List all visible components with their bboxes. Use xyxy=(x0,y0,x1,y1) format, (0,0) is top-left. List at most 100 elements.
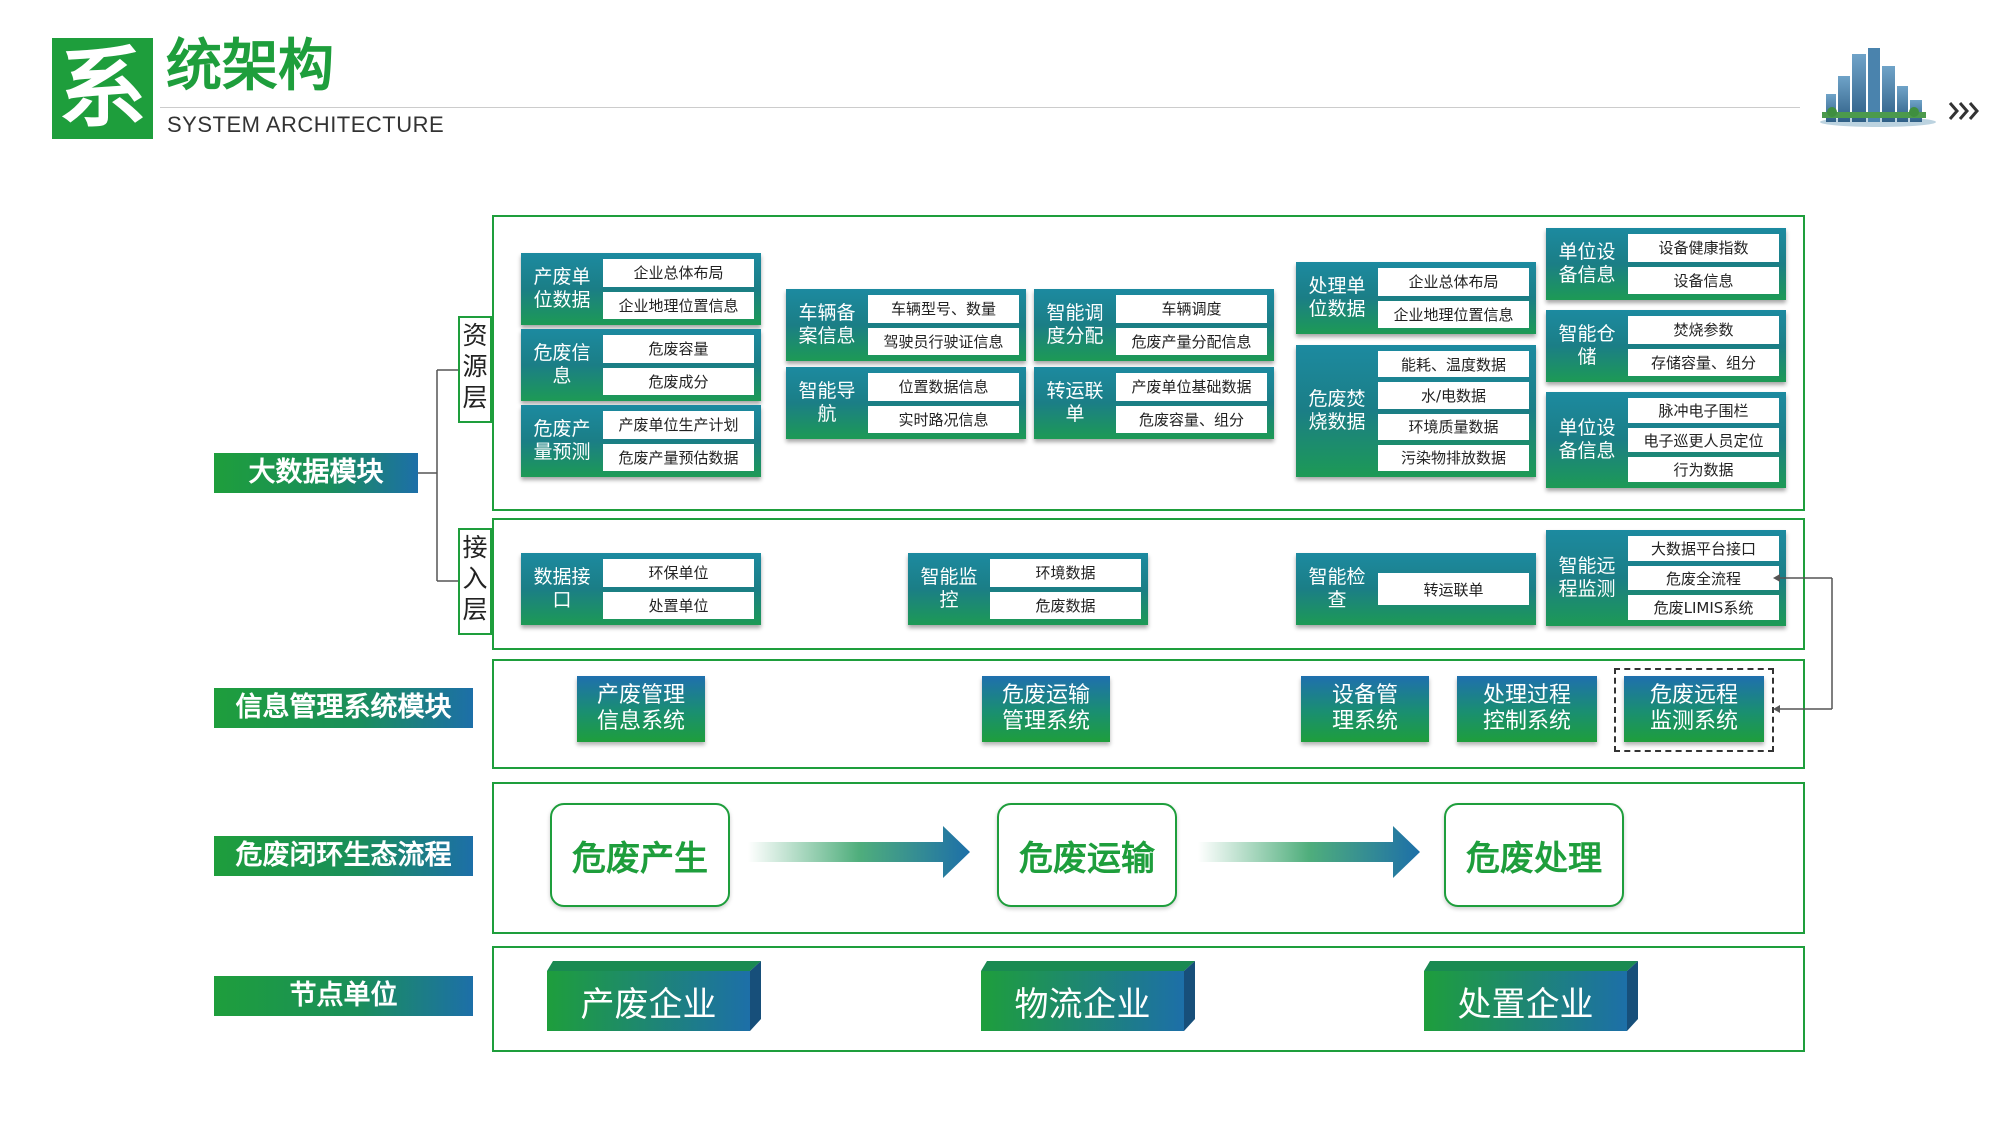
resource-card: 智能导航 位置数据信息 实时路况信息 xyxy=(786,367,1026,439)
card-title-text: 智能仓储 xyxy=(1558,323,1616,368)
card-item: 行为数据 xyxy=(1628,457,1779,483)
system-label: 产废管理信息系统 xyxy=(596,683,685,734)
layer-char: 源 xyxy=(462,352,488,381)
system-box: 危废运输管理系统 xyxy=(982,676,1110,742)
node-block: 物流企业 xyxy=(981,961,1195,1031)
node-block-shape xyxy=(981,961,1195,1031)
card-item: 危废产量分配信息 xyxy=(1116,327,1267,355)
card-title-text: 单位设备信息 xyxy=(1558,417,1616,462)
chevrons-right-icon xyxy=(1948,102,1979,120)
card-item: 转运联单 xyxy=(1378,573,1529,605)
card-item: 环境数据 xyxy=(990,559,1141,587)
system-label: 设备管理系统 xyxy=(1331,683,1398,734)
access-card: 智能监控 环境数据 危废数据 xyxy=(908,553,1148,625)
resource-card: 智能仓储 焚烧参数 存储容量、组分 xyxy=(1546,310,1786,382)
node-label: 物流企业 xyxy=(1014,984,1151,1025)
access-layer-tag: 接 入 层 xyxy=(458,528,492,635)
card-title: 危废产量预测 xyxy=(521,405,603,477)
card-item: 危废产量预估数据 xyxy=(603,443,754,471)
infosys-panel xyxy=(492,659,1805,769)
system-box: 产废管理信息系统 xyxy=(577,676,705,742)
card-item: 大数据平台接口 xyxy=(1628,536,1779,561)
system-box: 危废远程监测系统 xyxy=(1624,676,1764,742)
card-title: 数据接口 xyxy=(521,553,603,625)
card-item: 存储容量、组分 xyxy=(1628,348,1779,376)
card-title: 单位设备信息 xyxy=(1546,392,1628,488)
process-panel xyxy=(492,782,1805,934)
remote-monitor-dashed-frame xyxy=(1614,668,1774,752)
card-title: 危废焚烧数据 xyxy=(1296,345,1378,477)
card-item: 位置数据信息 xyxy=(868,373,1019,401)
node-block-shape xyxy=(1424,961,1638,1031)
resource-layer-tag: 资 源 层 xyxy=(458,316,492,423)
module-process: 危废闭环生态流程 xyxy=(214,836,473,876)
city-skyline-icon xyxy=(1820,48,1936,127)
access-card: 智能检查 转运联单 xyxy=(1296,553,1536,625)
module-bigdata: 大数据模块 xyxy=(214,453,418,493)
system-box: 处理过程控制系统 xyxy=(1457,676,1597,742)
card-title: 智能监控 xyxy=(908,553,990,625)
page-subtitle: SYSTEM ARCHITECTURE xyxy=(167,112,445,137)
card-item: 产废单位基础数据 xyxy=(1116,373,1267,401)
access-card: 智能远程监测 大数据平台接口 危废全流程 危废LIMIS系统 xyxy=(1546,530,1786,626)
card-item: 企业总体布局 xyxy=(1378,268,1529,296)
card-item: 焚烧参数 xyxy=(1628,316,1779,344)
card-item: 危废成分 xyxy=(603,367,754,395)
card-title-text: 危废信息 xyxy=(533,342,591,387)
card-item: 车辆调度 xyxy=(1116,295,1267,323)
card-item: 危废全流程 xyxy=(1628,565,1779,591)
resource-card: 单位设备信息 脉冲电子围栏 电子巡更人员定位 行为数据 xyxy=(1546,392,1786,488)
card-title-text: 智能调度分配 xyxy=(1046,302,1104,347)
card-item: 实时路况信息 xyxy=(868,405,1019,433)
card-item: 危废数据 xyxy=(990,591,1141,619)
node-label: 产废企业 xyxy=(580,984,717,1025)
layer-char: 入 xyxy=(462,564,488,593)
card-item: 危废容量、组分 xyxy=(1116,405,1267,433)
resource-card: 产废单位数据 企业总体布局 企业地理位置信息 xyxy=(521,253,761,325)
card-item: 企业地理位置信息 xyxy=(603,291,754,319)
resource-layer-panel xyxy=(492,215,1805,511)
card-item: 处置单位 xyxy=(603,591,754,619)
card-item: 污染物排放数据 xyxy=(1378,444,1529,471)
card-item: 脉冲电子围栏 xyxy=(1628,398,1779,423)
layer-char: 层 xyxy=(462,595,488,624)
card-title: 车辆备案信息 xyxy=(786,289,868,361)
card-item: 企业总体布局 xyxy=(603,259,754,287)
card-title-text: 车辆备案信息 xyxy=(798,302,856,347)
card-title-text: 智能检查 xyxy=(1308,566,1366,611)
card-title-text: 智能远程监测 xyxy=(1558,555,1616,600)
card-title: 单位设备信息 xyxy=(1546,228,1628,300)
card-item: 车辆型号、数量 xyxy=(868,295,1019,323)
flow-arrow-icon xyxy=(1198,826,1420,878)
card-title: 智能远程监测 xyxy=(1546,530,1628,626)
card-title-text: 处理单位数据 xyxy=(1308,275,1366,320)
card-item: 水/电数据 xyxy=(1378,382,1529,409)
node-block-shape xyxy=(547,961,761,1031)
resource-card: 车辆备案信息 车辆型号、数量 驾驶员行驶证信息 xyxy=(786,289,1026,361)
card-title: 智能检查 xyxy=(1296,553,1378,625)
flow-step: 危废产生 xyxy=(550,803,730,907)
resource-card: 转运联单 产废单位基础数据 危废容量、组分 xyxy=(1034,367,1274,439)
card-item: 设备信息 xyxy=(1628,266,1779,294)
page-title: 统架构 xyxy=(166,34,334,99)
access-card: 数据接口 环保单位 处置单位 xyxy=(521,553,761,625)
card-item: 设备健康指数 xyxy=(1628,234,1779,262)
header-divider xyxy=(160,107,1800,108)
card-item: 电子巡更人员定位 xyxy=(1628,427,1779,453)
card-item: 环保单位 xyxy=(603,559,754,587)
node-block: 产废企业 xyxy=(547,961,761,1031)
card-title-text: 危废产量预测 xyxy=(533,418,591,463)
card-title: 产废单位数据 xyxy=(521,253,603,325)
card-title-text: 转运联单 xyxy=(1046,380,1104,425)
card-title-text: 危废焚烧数据 xyxy=(1308,388,1366,433)
system-label: 危废远程监测系统 xyxy=(1649,683,1738,734)
card-title: 智能调度分配 xyxy=(1034,289,1116,361)
card-title: 智能导航 xyxy=(786,367,868,439)
title-logo-block: 系 xyxy=(52,38,153,139)
card-item: 能耗、温度数据 xyxy=(1378,351,1529,378)
card-item: 危废容量 xyxy=(603,335,754,363)
card-item: 环境质量数据 xyxy=(1378,413,1529,440)
flow-arrow-icon xyxy=(748,826,970,878)
card-title: 智能仓储 xyxy=(1546,310,1628,382)
card-title: 处理单位数据 xyxy=(1296,262,1378,334)
